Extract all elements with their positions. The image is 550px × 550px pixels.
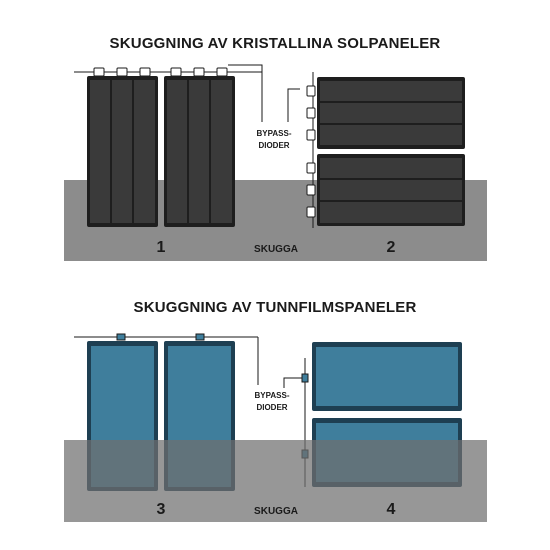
diode-icon <box>306 184 316 196</box>
diode-icon <box>139 67 151 77</box>
diode-icon <box>116 67 128 77</box>
diode-icon <box>193 67 205 77</box>
crystalline-section-title: SKUGGNING AV KRISTALLINA SOLPANELER <box>109 35 441 52</box>
bypass-diodes-label-line2: DIODER <box>258 141 289 150</box>
diode-icon <box>170 67 182 77</box>
diode-icon <box>306 162 316 174</box>
crystalline-panel-2 <box>287 72 465 228</box>
diode-icon <box>216 67 228 77</box>
wire-to-diodes-crystalline <box>228 64 263 122</box>
panel-number-2: 2 <box>387 239 396 256</box>
diode-icon <box>93 67 105 77</box>
diode-icon <box>301 373 309 383</box>
shade-label-crystalline: SKUGGA <box>254 244 298 255</box>
bypass-diodes-label-line2: DIODER <box>256 403 287 412</box>
diode-icon <box>306 206 316 218</box>
bypass-diodes-label-line1: BYPASS- <box>257 129 292 138</box>
panel-number-3: 3 <box>157 501 166 518</box>
crystalline-section: BYPASS- DIODER 1 SKUGGA 2 <box>64 64 487 261</box>
thinfilm-section-title: SKUGGNING AV TUNNFILMSPANELER <box>133 299 417 316</box>
shade-label-thinfilm: SKUGGA <box>254 506 298 517</box>
diode-icon <box>116 333 126 341</box>
thinfilm-section: BYPASS- DIODER 3 SKUGGA 4 <box>64 333 487 522</box>
bypass-diodes-label-line1: BYPASS- <box>255 391 290 400</box>
diode-icon <box>195 333 205 341</box>
panel-number-4: 4 <box>387 501 396 518</box>
diode-icon <box>306 107 316 119</box>
panel-number-1: 1 <box>157 239 166 256</box>
shade-band-thinfilm <box>64 440 487 522</box>
crystalline-panel-1 <box>87 76 235 227</box>
diode-icon <box>306 129 316 141</box>
diode-icon <box>306 85 316 97</box>
